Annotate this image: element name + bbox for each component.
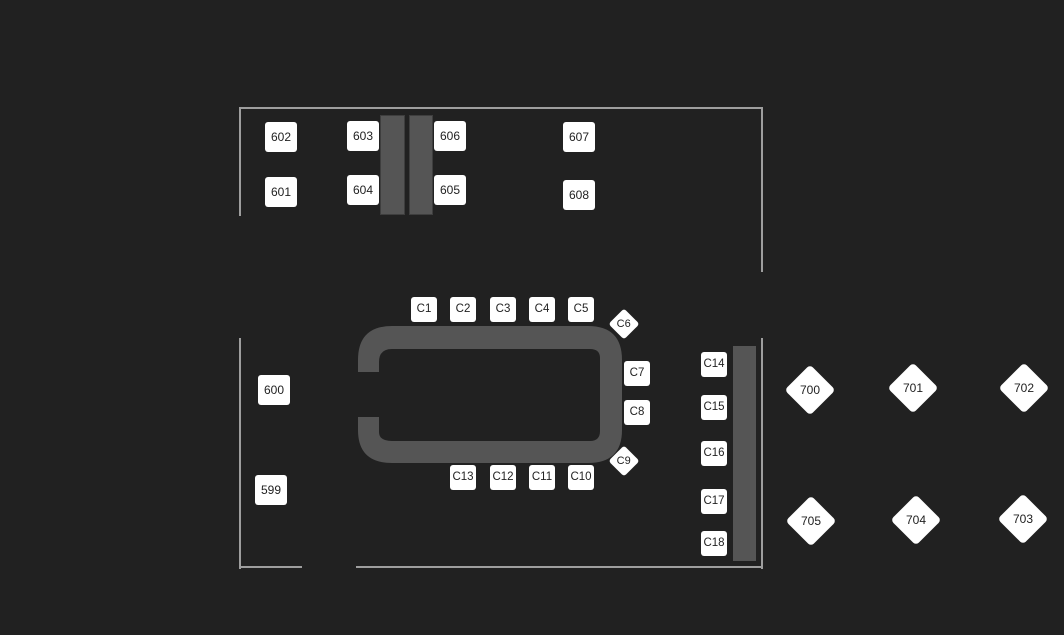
wall-upper-right (761, 107, 763, 272)
seat-605[interactable]: 605 (434, 175, 466, 205)
table-702[interactable]: 702 (998, 362, 1050, 414)
bar-seat-c1[interactable]: C1 (411, 297, 437, 322)
table-705-label: 705 (800, 514, 822, 528)
seat-602[interactable]: 602 (265, 122, 297, 152)
seat-603[interactable]: 603 (347, 121, 379, 151)
table-700[interactable]: 700 (784, 364, 836, 416)
counter-seat-c14[interactable]: C14 (701, 352, 727, 377)
counter-seat-c18[interactable]: C18 (701, 531, 727, 556)
seat-604[interactable]: 604 (347, 175, 379, 205)
bar-seat-c13[interactable]: C13 (450, 465, 476, 490)
seat-601[interactable]: 601 (265, 177, 297, 207)
table-700-label: 700 (799, 383, 821, 397)
table-705[interactable]: 705 (785, 495, 837, 547)
wall-upper-left (239, 107, 241, 216)
bar-seat-c2[interactable]: C2 (450, 297, 476, 322)
bar-seat-c9-label: C9 (616, 454, 632, 467)
counter-seat-c16[interactable]: C16 (701, 441, 727, 466)
wall-lower-right (761, 338, 763, 569)
table-702-label: 702 (1013, 381, 1035, 395)
table-703[interactable]: 703 (997, 493, 1049, 545)
bar-seat-c12[interactable]: C12 (490, 465, 516, 490)
seat-606[interactable]: 606 (434, 121, 466, 151)
seat-599[interactable]: 599 (255, 475, 287, 505)
seat-608[interactable]: 608 (563, 180, 595, 210)
bar-seat-c6[interactable]: C6 (608, 308, 640, 340)
bar-seat-c7[interactable]: C7 (624, 361, 650, 386)
wall-lower-bottom-right (356, 566, 763, 568)
bar-seat-c10[interactable]: C10 (568, 465, 594, 490)
divider-panel-left (380, 115, 405, 215)
counter-seat-c15[interactable]: C15 (701, 395, 727, 420)
side-counter (733, 346, 756, 561)
divider-panel-right (409, 115, 433, 215)
counter-seat-c17[interactable]: C17 (701, 489, 727, 514)
seat-607[interactable]: 607 (563, 122, 595, 152)
table-703-label: 703 (1012, 512, 1034, 526)
bar-seat-c9[interactable]: C9 (608, 445, 640, 477)
bar-seat-c6-label: C6 (616, 317, 632, 330)
wall-lower-bottom-left (239, 566, 302, 568)
table-701-label: 701 (902, 381, 924, 395)
bar-seat-c5[interactable]: C5 (568, 297, 594, 322)
bar-seat-c3[interactable]: C3 (490, 297, 516, 322)
wall-upper-top (239, 107, 763, 109)
bar-seat-c11[interactable]: C11 (529, 465, 555, 490)
bar-seat-c8[interactable]: C8 (624, 400, 650, 425)
table-704-label: 704 (905, 513, 927, 527)
table-704[interactable]: 704 (890, 494, 942, 546)
bar-counter-shape (358, 326, 622, 463)
table-701[interactable]: 701 (887, 362, 939, 414)
seat-600[interactable]: 600 (258, 375, 290, 405)
wall-lower-left (239, 338, 241, 569)
bar-seat-c4[interactable]: C4 (529, 297, 555, 322)
